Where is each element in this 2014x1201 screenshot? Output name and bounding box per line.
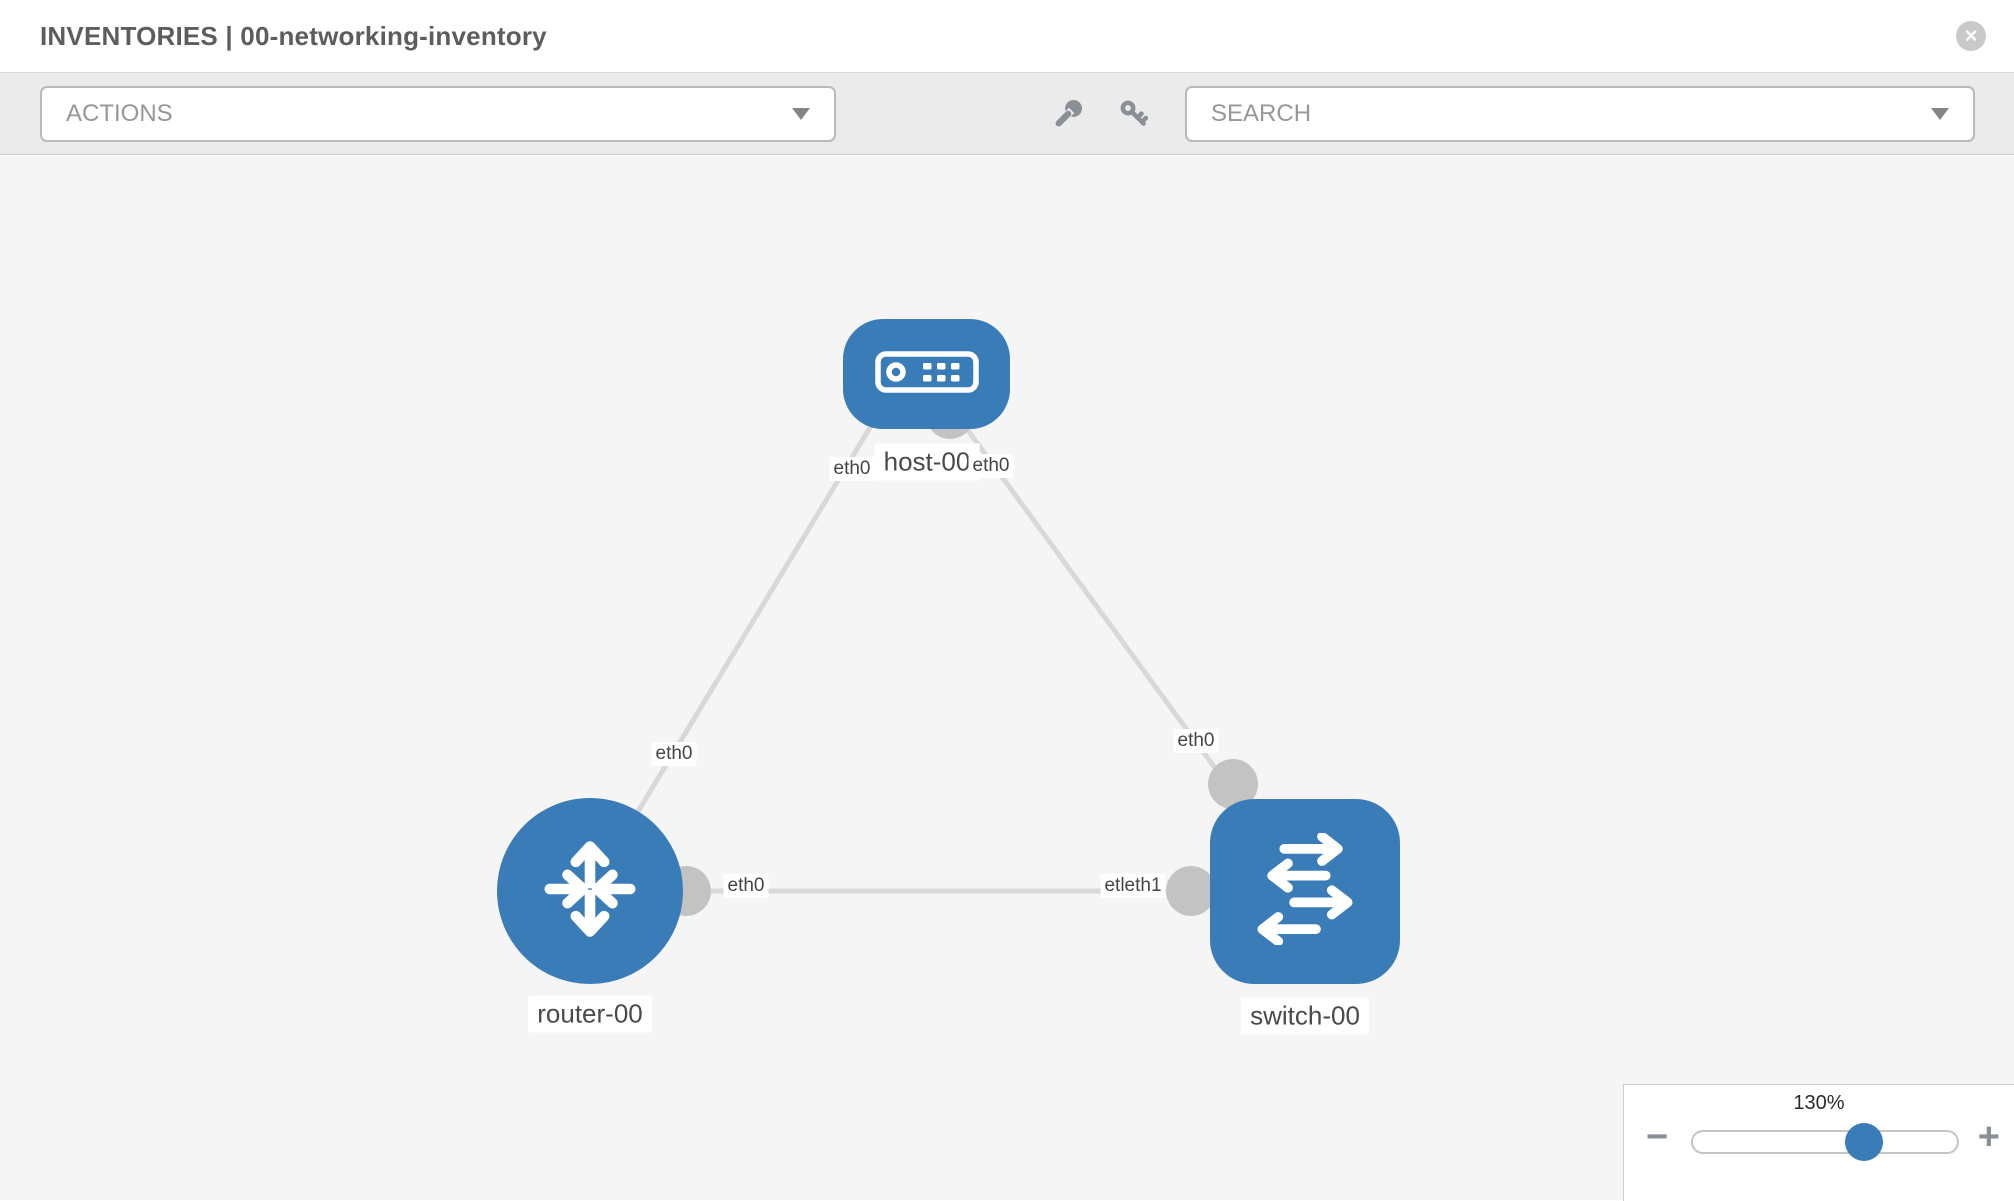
zoom-in-button[interactable]: + (1978, 1118, 2000, 1156)
node-label-host-00: host-00 (874, 443, 980, 481)
switch-icon (1243, 831, 1367, 950)
search-dropdown[interactable]: SEARCH (1185, 86, 1975, 142)
port-label-switch-eth1-overlap: etleth1 (1100, 874, 1166, 898)
topology-wires (587, 391, 1308, 916)
page-title: INVENTORIES | 00-networking-inventory (40, 20, 547, 51)
key-icon[interactable] (1116, 96, 1152, 132)
plus-icon: + (1977, 1116, 2000, 1158)
actions-dropdown[interactable]: ACTIONS (40, 86, 836, 142)
node-label-router-00: router-00 (528, 995, 652, 1033)
port-label-host-eth0-right: eth0 (968, 454, 1014, 478)
zoom-slider[interactable] (1691, 1123, 1959, 1161)
zoom-level-label: 130% (1793, 1092, 1845, 1114)
close-button[interactable]: × (1956, 21, 1986, 51)
zoom-control-panel: 130% − + (1623, 1084, 2014, 1201)
minus-icon: − (1646, 1116, 1669, 1158)
header: INVENTORIES | 00-networking-inventory × (0, 0, 2014, 73)
search-dropdown-value: SEARCH (1211, 100, 1312, 127)
node-switch-00[interactable] (1210, 799, 1400, 984)
toolbar: ACTIONS SEARCH (0, 73, 2014, 155)
router-icon (531, 830, 649, 953)
node-label-switch-00: switch-00 (1241, 997, 1369, 1035)
port-label-router-eth0: eth0 (723, 874, 769, 898)
host-icon (874, 350, 980, 399)
chevron-down-icon (1931, 108, 1949, 120)
interface-connector-switch-top (1208, 759, 1258, 809)
interface-connector-switch-left (1166, 866, 1216, 916)
node-host-00[interactable] (843, 319, 1010, 429)
port-label-switch-eth0-up: eth0 (1173, 729, 1219, 753)
zoom-out-button[interactable]: − (1646, 1118, 1668, 1156)
actions-dropdown-value: ACTIONS (66, 100, 173, 127)
port-label-router-eth0-up: eth0 (651, 742, 697, 766)
node-router-00[interactable] (497, 798, 683, 984)
topology-canvas[interactable]: host-00 router-00 switch-00 eth0 eth0 et… (0, 156, 2014, 1201)
wrench-icon[interactable] (1050, 96, 1086, 132)
close-icon: × (1964, 23, 1978, 48)
port-label-host-eth0-left: eth0 (829, 457, 875, 481)
zoom-slider-thumb[interactable] (1845, 1123, 1883, 1161)
chevron-down-icon (792, 108, 810, 120)
